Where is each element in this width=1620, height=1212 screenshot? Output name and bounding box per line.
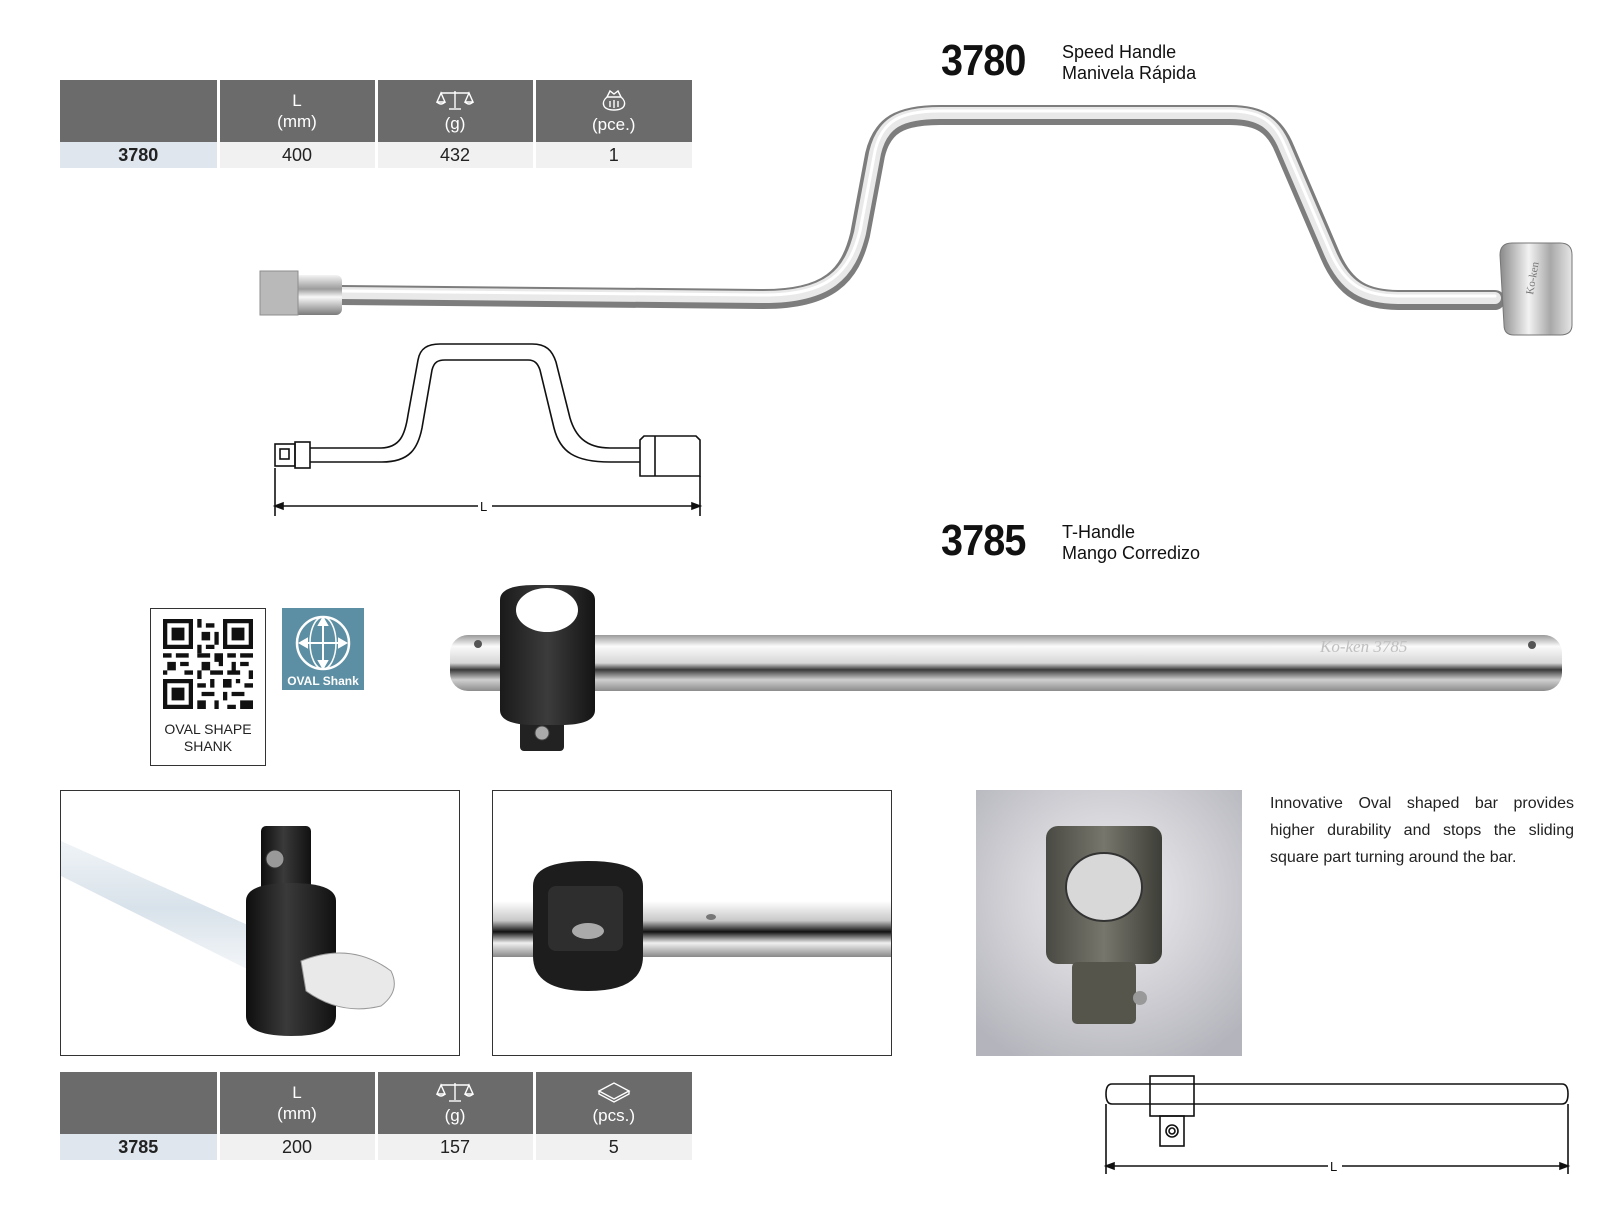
square-drive — [259, 270, 299, 316]
t-handle-diagram: L — [1103, 1075, 1571, 1174]
product-code-3785: 3785 — [941, 516, 1026, 565]
row-length: 200 — [218, 1134, 378, 1160]
bar-engraving: Ko-ken 3785 — [1319, 637, 1407, 656]
row-length: 400 — [218, 142, 378, 168]
header-length-cell: L (mm) — [218, 80, 378, 142]
header-qty-unit: (pce.) — [592, 114, 636, 134]
diagram-length-label: L — [1330, 1159, 1337, 1174]
oval-badge-text: OVAL Shank — [287, 674, 359, 688]
balance-scale-icon — [436, 90, 474, 110]
product-name-en: T-Handle — [1062, 522, 1136, 542]
speed-handle-photo: Ko-ken — [259, 105, 1573, 336]
table-header-row: L (mm) (g) (pcs.) — [60, 1072, 692, 1134]
row-qty: 1 — [534, 142, 692, 168]
table-row: 3785 200 157 5 — [60, 1134, 692, 1160]
product-name-en: Speed Handle — [1062, 42, 1177, 62]
product-name-3780: Speed Handle Manivela Rápida — [1062, 42, 1196, 84]
header-length-cell: L (mm) — [218, 1072, 378, 1134]
header-weight-cell: (g) — [376, 1072, 536, 1134]
header-code-cell — [60, 80, 220, 142]
crank-bar-shadow — [330, 105, 1505, 310]
header-length-label: L — [292, 1083, 302, 1102]
header-weight-unit: (g) — [444, 1105, 466, 1125]
sliding-head-hole — [516, 588, 578, 632]
crank-highlight — [338, 109, 1497, 298]
header-qty-unit: (pcs.) — [592, 1105, 636, 1125]
oval-shank-badge: OVAL Shank — [282, 608, 364, 690]
header-qty-cell: (pcs.) — [534, 1072, 692, 1134]
spec-table-3780: L (mm) (g) (pce.) — [60, 80, 692, 168]
crank-bar — [334, 107, 1501, 304]
header-length-unit: (mm) — [277, 112, 317, 131]
header-weight-cell: (g) — [376, 80, 536, 142]
socket-head — [1499, 242, 1573, 336]
closeup-photo-bar-slot — [492, 790, 892, 1056]
table-row: 3780 400 432 1 — [60, 142, 692, 168]
spec-table-3785: L (mm) (g) (pcs.) 3785 2 — [60, 1072, 692, 1160]
row-qty: 5 — [534, 1134, 692, 1160]
closeup-photo-oval-hole — [976, 790, 1242, 1056]
qr-code-icon[interactable] — [163, 619, 253, 709]
sliding-bar — [450, 635, 1562, 691]
header-qty-cell: (pce.) — [534, 80, 692, 142]
header-length-unit: (mm) — [277, 1104, 317, 1123]
qr-label: OVAL SHAPE SHANK — [151, 721, 265, 755]
t-handle-photo: Ko-ken 3785 — [450, 585, 1562, 751]
product-name-es: Mango Corredizo — [1062, 543, 1201, 563]
header-weight-unit: (g) — [444, 113, 466, 133]
box-icon — [597, 1081, 631, 1103]
bag-icon — [602, 89, 626, 111]
row-weight: 432 — [376, 142, 536, 168]
header-code-cell — [60, 1072, 220, 1134]
closeup-photo-sliding-head — [60, 790, 460, 1056]
balance-scale-icon — [436, 1082, 474, 1102]
product-name-es: Manivela Rápida — [1062, 63, 1197, 83]
qr-badge: OVAL SHAPE SHANK — [150, 608, 266, 766]
qr-label-line-1: OVAL SHAPE — [164, 721, 252, 737]
handle-engraving: Ko-ken — [1524, 260, 1542, 295]
speed-handle-diagram: L — [272, 343, 703, 516]
row-code: 3780 — [60, 142, 220, 168]
qr-label-line-2: SHANK — [183, 738, 233, 754]
diagram-length-label: L — [480, 499, 487, 514]
product-code-3780: 3780 — [941, 36, 1026, 85]
table-header-row: L (mm) (g) (pce.) — [60, 80, 692, 142]
header-length-label: L — [292, 91, 302, 110]
row-code: 3785 — [60, 1134, 220, 1160]
oval-bar-description: Innovative Oval shaped bar provides high… — [1270, 795, 1574, 866]
row-weight: 157 — [376, 1134, 536, 1160]
product-name-3785: T-Handle Mango Corredizo — [1062, 522, 1200, 564]
